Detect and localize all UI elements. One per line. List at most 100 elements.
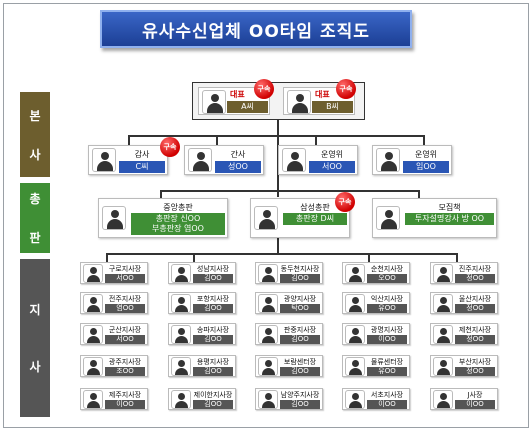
branch-name: 김OO xyxy=(193,274,233,283)
section-label-branch-char-2: 사 xyxy=(29,360,41,374)
officer-role: 간사 xyxy=(230,150,246,159)
person-icon xyxy=(258,294,278,313)
branch-role: 제이한지사장 xyxy=(193,391,233,399)
person-icon xyxy=(83,325,103,344)
general-role: 삼성총판 xyxy=(300,203,330,212)
person-icon xyxy=(433,390,453,409)
connector-line xyxy=(160,190,162,198)
connector-line xyxy=(128,135,425,137)
person-icon xyxy=(345,294,365,313)
branch-name: 김OO xyxy=(193,367,233,376)
person-icon xyxy=(258,357,278,376)
general-name-line: 부총판장 염OO xyxy=(152,224,204,233)
connector-line xyxy=(368,253,370,262)
general-name: 총판장 D씨 xyxy=(283,213,347,225)
section-label-hq-char-2: 사 xyxy=(29,147,41,162)
person-icon xyxy=(83,390,103,409)
connector-line xyxy=(315,135,317,145)
branch-name: 서OO xyxy=(105,335,145,344)
arrested-badge: 구속 xyxy=(254,79,274,99)
branch-role: 보람센터장 xyxy=(283,358,317,366)
connector-line xyxy=(193,253,195,262)
branch-name: 김OO xyxy=(280,335,320,344)
person-icon xyxy=(102,206,126,230)
officer-name: C씨 xyxy=(119,161,165,173)
branch-role: 순천지사장 xyxy=(370,265,404,273)
ceo-card-a: 대표 A씨 xyxy=(198,87,270,115)
officer-role: 운영위 xyxy=(320,150,344,159)
branch-role: 진주지사장 xyxy=(458,265,492,273)
connector-line xyxy=(418,190,420,198)
branch-role: 남양주지사장 xyxy=(280,391,320,399)
branch-name: 김OO xyxy=(280,274,320,283)
person-icon xyxy=(171,264,191,283)
officer-card: 운영위 임OO xyxy=(372,145,452,175)
branch-name: 유OO xyxy=(367,304,407,313)
branch-name: 이OO xyxy=(105,400,145,409)
branch-role: 포항지사장 xyxy=(196,295,230,303)
general-name: 투자설명강사 방 OO xyxy=(405,213,494,225)
branch-role: 서초지사장 xyxy=(370,391,404,399)
branch-name: 김OO xyxy=(193,400,233,409)
branch-role: 전주지사장 xyxy=(108,295,142,303)
section-label-hq-char-1: 본 xyxy=(29,108,41,123)
branch-name: 김OO xyxy=(280,400,320,409)
person-icon xyxy=(433,264,453,283)
officer-card: 운영위 서OO xyxy=(278,145,358,175)
branch-role: 성남지사장 xyxy=(196,265,230,273)
branch-role: 광주지사장 xyxy=(108,358,142,366)
connector-line xyxy=(106,253,458,255)
person-icon xyxy=(171,294,191,313)
person-icon xyxy=(433,325,453,344)
person-icon xyxy=(83,294,103,313)
branch-name: 정OO xyxy=(455,367,495,376)
branch-name: 염OO xyxy=(105,304,145,313)
connector-line xyxy=(423,135,425,145)
branch-role: 군산지사장 xyxy=(108,326,142,334)
branch-name: 정OO xyxy=(455,304,495,313)
branch-name: 이OO xyxy=(367,400,407,409)
officer-name: 성OO xyxy=(215,161,261,173)
section-label-branch-char-1: 지 xyxy=(29,303,41,317)
branch-name: 서OO xyxy=(105,274,145,283)
person-icon xyxy=(83,357,103,376)
branch-name: 오OO xyxy=(367,274,407,283)
general-distributor-card: 삼성총판 총판장 D씨 xyxy=(250,198,350,238)
branch-role: 광양지사장 xyxy=(283,295,317,303)
branch-role: 송파지사장 xyxy=(196,326,230,334)
person-icon xyxy=(376,148,400,172)
person-icon xyxy=(258,325,278,344)
branch-name: 이OO xyxy=(367,335,407,344)
person-icon xyxy=(433,357,453,376)
general-distributor-card: 중앙총판 총판장 신OO 부총판장 염OO xyxy=(98,198,228,238)
branch-role: 울산지사장 xyxy=(458,295,492,303)
ceo-name: A씨 xyxy=(227,101,268,113)
general-name-line: 총판장 신OO xyxy=(155,214,201,223)
person-icon xyxy=(258,390,278,409)
person-icon xyxy=(202,90,226,114)
branch-name: 김OO xyxy=(280,367,320,376)
ceo-role: 대표 xyxy=(230,90,245,99)
officer-card: 감사 C씨 xyxy=(88,145,168,175)
officer-role: 운영위 xyxy=(414,150,438,159)
person-icon xyxy=(171,325,191,344)
person-icon xyxy=(376,206,400,230)
branch-role: 물류센터장 xyxy=(370,358,404,366)
branch-role: 구로지사장 xyxy=(108,265,142,273)
branch-name: 이OO xyxy=(455,400,495,409)
person-icon xyxy=(258,264,278,283)
